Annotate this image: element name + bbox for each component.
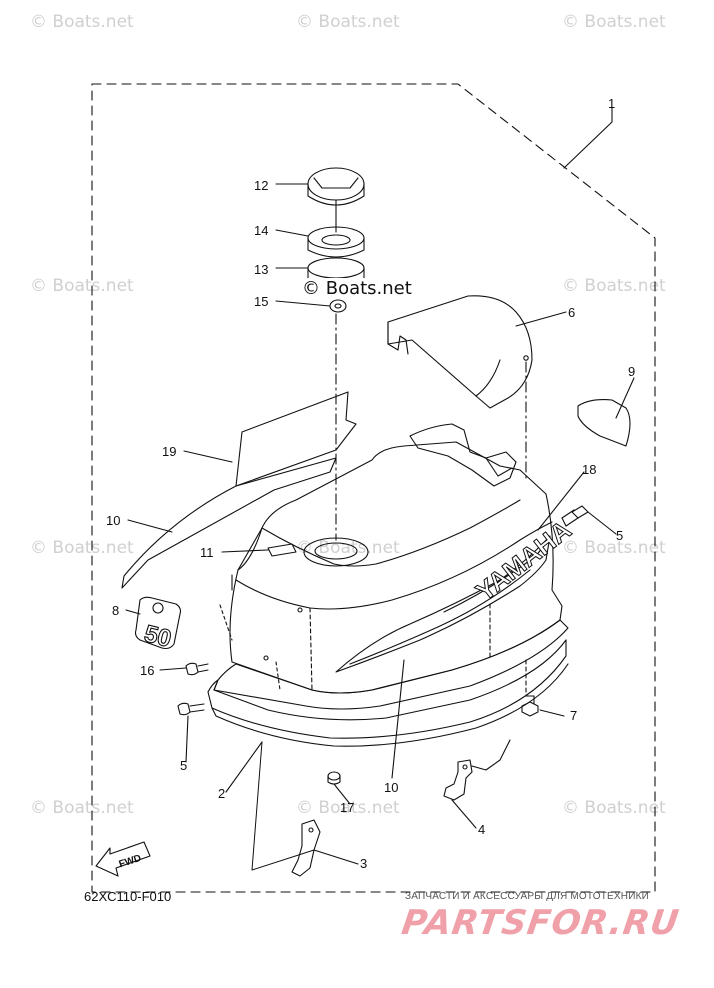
callout-10: 10 xyxy=(384,780,399,795)
watermark: © Boats.net xyxy=(562,798,666,818)
part-bolt-upper xyxy=(561,505,589,527)
callout-2: 2 xyxy=(218,786,226,801)
callout-12: 12 xyxy=(254,178,269,193)
callout-14: 14 xyxy=(254,223,269,238)
part-decal-upper xyxy=(235,391,357,487)
part-cap xyxy=(307,167,365,233)
part-ring xyxy=(307,226,365,258)
shop-tagline: ЗАПЧАСТИ И АКСЕССУАРЫ ДЛЯ МОТОТЕХНИКИ xyxy=(405,891,650,902)
callout-13: 13 xyxy=(254,262,269,277)
watermark: © Boats.net xyxy=(30,12,134,32)
fwd-arrow-icon xyxy=(95,841,151,877)
model-number-lettering: 50 xyxy=(142,620,174,653)
part-nut xyxy=(521,659,539,717)
callout-16: 16 xyxy=(140,663,155,678)
watermark: © Boats.net xyxy=(296,12,400,32)
callout-9: 9 xyxy=(628,364,636,379)
callout-10: 10 xyxy=(106,513,121,528)
watermark: © Boats.net xyxy=(30,798,134,818)
callout-5: 5 xyxy=(616,528,624,543)
callout-4: 4 xyxy=(478,822,486,837)
part-bolt-lower xyxy=(177,702,205,716)
watermark: © Boats.net xyxy=(562,276,666,296)
part-small-label xyxy=(267,543,297,557)
part-model-decal xyxy=(134,596,182,650)
part-latch-left xyxy=(251,741,321,877)
callout-18: 18 xyxy=(582,462,597,477)
center-watermark: © Boats.net xyxy=(300,278,414,299)
part-decal-long xyxy=(121,457,337,589)
watermark: © Boats.net xyxy=(296,538,400,558)
callout-19: 19 xyxy=(162,444,177,459)
watermark: © Boats.net xyxy=(30,538,134,558)
callout-15: 15 xyxy=(254,294,269,309)
watermark: © Boats.net xyxy=(562,12,666,32)
callout-6: 6 xyxy=(568,305,576,320)
callout-11: 11 xyxy=(200,545,214,560)
callout-5: 5 xyxy=(180,758,188,773)
diagram-code: 62XC110-F010 xyxy=(84,889,172,904)
shop-logo[interactable]: PARTSFOR.RU xyxy=(399,903,682,943)
part-latch-right xyxy=(443,739,511,801)
part-grommet xyxy=(327,771,341,785)
part-rear-cover xyxy=(387,295,533,409)
watermark: © Boats.net xyxy=(296,798,400,818)
part-top-cowling xyxy=(207,423,569,747)
callout-7: 7 xyxy=(570,708,578,723)
callout-17: 17 xyxy=(340,800,355,815)
assembly-boundary xyxy=(91,83,656,893)
part-screw xyxy=(185,662,209,676)
callout-3: 3 xyxy=(360,856,368,871)
watermark: © Boats.net xyxy=(30,276,134,296)
callout-8: 8 xyxy=(112,603,120,618)
fwd-label: FWD xyxy=(118,853,143,871)
watermark: © Boats.net xyxy=(562,538,666,558)
part-small-cover xyxy=(577,399,631,447)
callout-1: 1 xyxy=(608,96,616,111)
